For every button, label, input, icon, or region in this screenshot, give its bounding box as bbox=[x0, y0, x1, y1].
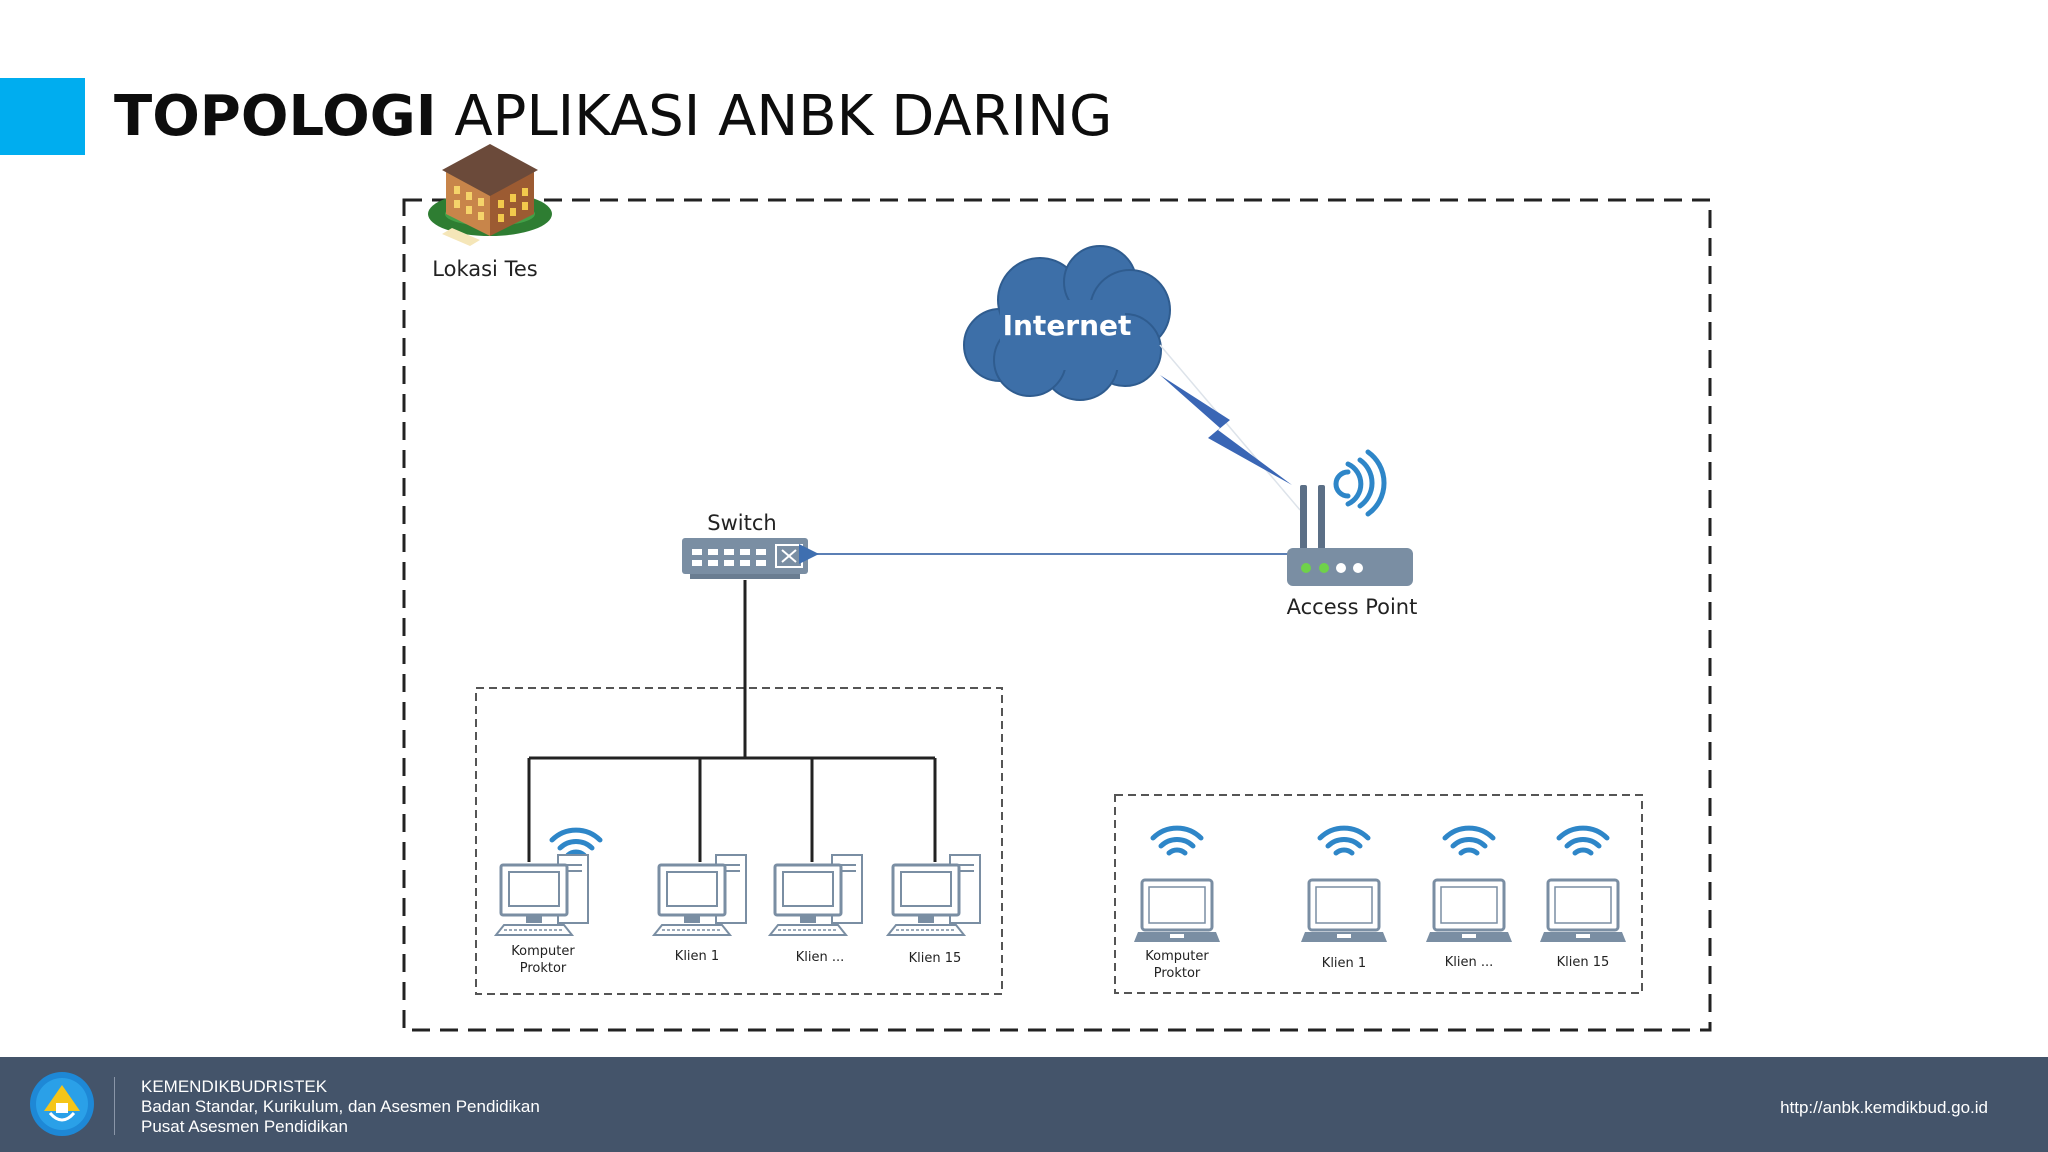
footer-divider bbox=[114, 1077, 115, 1135]
wired-network-lines bbox=[527, 580, 937, 862]
wireless-client-label: Klien ... bbox=[1445, 955, 1494, 970]
laptop-icon bbox=[1538, 878, 1628, 944]
wifi-icon bbox=[1320, 828, 1368, 853]
wireless-client-label: Proktor bbox=[1154, 966, 1201, 981]
wireless-client-group bbox=[1114, 794, 1643, 994]
school-building-icon bbox=[428, 144, 552, 246]
kemendikbud-logo bbox=[30, 1072, 94, 1136]
laptop-icon bbox=[1299, 878, 1389, 944]
slide-title-bold: TOPOLOGI bbox=[114, 84, 437, 149]
desktop-computer-icon bbox=[652, 853, 748, 937]
footer-org-line1: KEMENDIKBUDRISTEK bbox=[141, 1077, 328, 1096]
wireless-client-label: Klien 15 bbox=[1557, 955, 1610, 970]
router-icon bbox=[1287, 449, 1413, 586]
slide-title-rest: APLIKASI ANBK DARING bbox=[454, 84, 1113, 149]
wired-client-label: Klien ... bbox=[796, 950, 845, 965]
wifi-icon bbox=[1559, 828, 1607, 853]
lightning-icon bbox=[1159, 344, 1301, 511]
footer-organization: KEMENDIKBUDRISTEK Badan Standar, Kurikul… bbox=[141, 1077, 540, 1137]
location-label: Lokasi Tes bbox=[432, 257, 537, 281]
wifi-icon bbox=[552, 830, 600, 855]
wireless-client-label: Klien 1 bbox=[1322, 956, 1366, 971]
footer-org-line2: Badan Standar, Kurikulum, dan Asesmen Pe… bbox=[141, 1097, 540, 1116]
title-accent-bar bbox=[0, 78, 85, 155]
desktop-computer-icon bbox=[886, 853, 982, 937]
footer-url: http://anbk.kemdikbud.go.id bbox=[1780, 1098, 1988, 1117]
wired-client-label: Klien 15 bbox=[909, 951, 962, 966]
wired-client-label: Klien 1 bbox=[675, 949, 719, 964]
footer-org-line3: Pusat Asesmen Pendidikan bbox=[141, 1117, 348, 1136]
wired-client-label: Komputer bbox=[511, 944, 575, 959]
wifi-icon bbox=[1153, 828, 1201, 853]
wireless-client-label: Komputer bbox=[1145, 949, 1209, 964]
desktop-computer-icon bbox=[768, 853, 864, 937]
wifi-icon bbox=[1445, 828, 1493, 853]
switch-icon bbox=[682, 538, 808, 579]
laptop-icon bbox=[1132, 878, 1222, 944]
desktop-computer-icon bbox=[494, 853, 590, 937]
access-point-label: Access Point bbox=[1287, 595, 1418, 619]
cloud-icon bbox=[963, 245, 1171, 401]
cloud-label: Internet bbox=[1003, 309, 1132, 342]
laptop-icon bbox=[1424, 878, 1514, 944]
wired-client-group bbox=[475, 687, 1003, 995]
wired-client-label: Proktor bbox=[520, 961, 567, 976]
slide-title: TOPOLOGI APLIKASI ANBK DARING bbox=[114, 80, 1112, 154]
footer-bar: KEMENDIKBUDRISTEK Badan Standar, Kurikul… bbox=[0, 1057, 2048, 1152]
switch-label: Switch bbox=[707, 511, 776, 535]
test-location-boundary bbox=[402, 198, 1712, 1032]
